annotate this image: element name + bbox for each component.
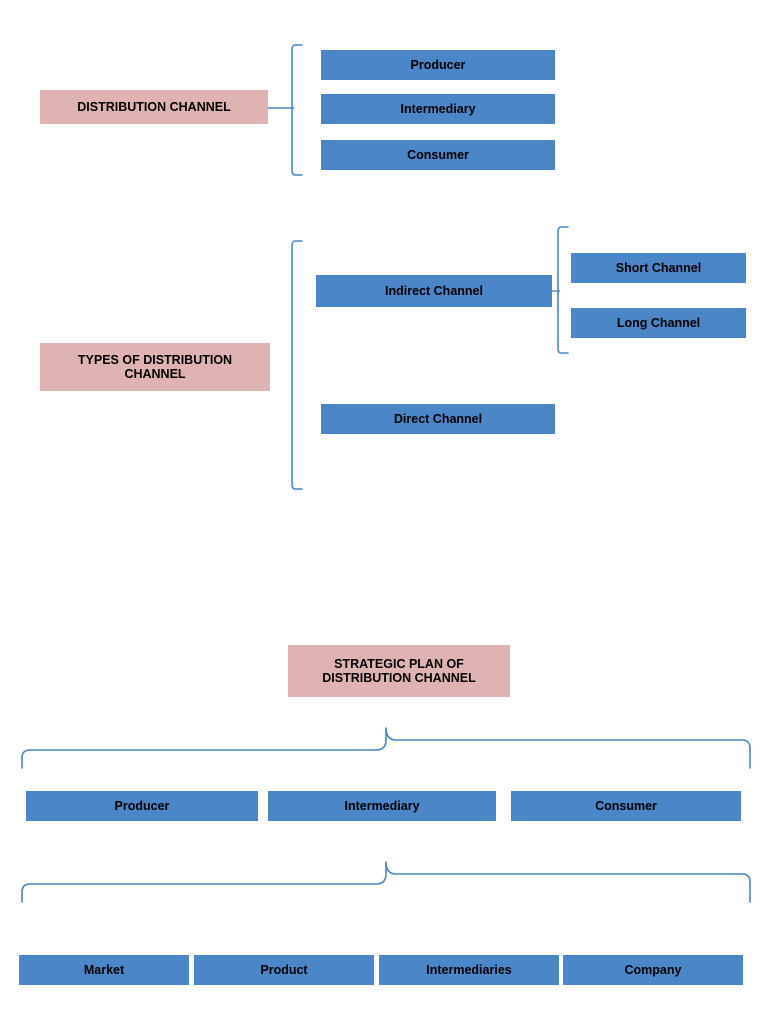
section2-root-text: TYPES OF DISTRIBUTION CHANNEL [77,352,233,381]
section3-row2-intermediaries: Intermediaries [379,955,559,985]
section3-brace-row1 [20,726,752,770]
section1-item-consumer-label: Consumer [407,147,469,162]
section3-row2-market: Market [19,955,189,985]
section3-brace-row2 [20,860,752,904]
section1-connector [268,106,294,110]
section2-root-label: TYPES OF DISTRIBUTION CHANNEL [40,343,270,391]
section3-row1-consumer: Consumer [511,791,741,821]
section3-row2-product: Product [194,955,374,985]
section2-subitem-long-channel-label: Long Channel [616,315,701,330]
section3-row2-company: Company [563,955,743,985]
section1-item-consumer: Consumer [321,140,555,170]
section2-sub-brace [556,226,570,354]
section1-item-producer-label: Producer [410,57,466,72]
section2-subitem-short-channel-label: Short Channel [615,260,702,275]
section3-row2-market-label: Market [83,962,125,977]
section3-row2-product-label: Product [260,962,308,977]
section2-item-direct-channel: Direct Channel [321,404,555,434]
section3-root-text: STRATEGIC PLAN OF DISTRIBUTION CHANNEL [322,656,476,685]
section2-item-indirect-channel-label: Indirect Channel [385,283,483,298]
section3-row2-company-label: Company [624,962,682,977]
section3-root-label: STRATEGIC PLAN OF DISTRIBUTION CHANNEL [288,645,510,697]
section2-subitem-short-channel: Short Channel [571,253,746,283]
section1-brace [290,44,304,176]
section1-root-text: DISTRIBUTION CHANNEL [77,99,231,114]
section3-row1-producer: Producer [26,791,258,821]
section2-item-direct-channel-label: Direct Channel [393,411,483,426]
section2-sub-connector [552,289,560,293]
section3-row2-intermediaries-label: Intermediaries [426,962,512,977]
section3-row1-intermediary-label: Intermediary [344,798,420,813]
section2-brace [290,240,304,490]
section3-row1-producer-label: Producer [114,798,170,813]
section2-item-indirect-channel: Indirect Channel [316,275,552,307]
section3-row1-consumer-label: Consumer [595,798,657,813]
section2-subitem-long-channel: Long Channel [571,308,746,338]
section1-item-intermediary-label: Intermediary [400,101,476,116]
section1-item-producer: Producer [321,50,555,80]
section3-row1-intermediary: Intermediary [268,791,496,821]
section1-item-intermediary: Intermediary [321,94,555,124]
section1-root-label: DISTRIBUTION CHANNEL [40,90,268,124]
